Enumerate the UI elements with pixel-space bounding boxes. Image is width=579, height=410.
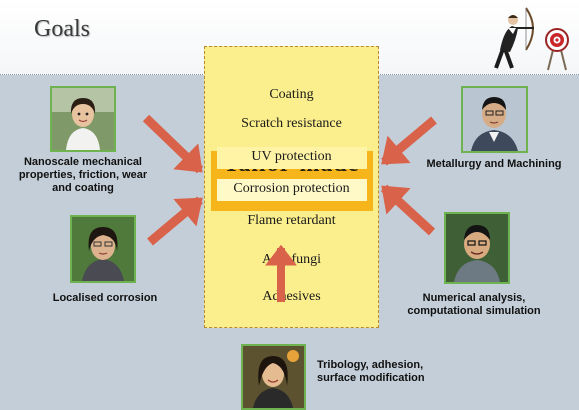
portrait-tribology <box>241 344 306 410</box>
man-portrait-icon <box>463 88 526 151</box>
arrow-bottom-right <box>380 184 436 236</box>
label-corrosion: Localised corrosion <box>52 292 158 304</box>
arrow-bottom-left <box>147 196 203 246</box>
label-tribology: Tribology, adhesion, surface modificatio… <box>317 359 425 384</box>
slide-title: Goals <box>34 16 90 42</box>
goal-scratch-resistance: Scratch resistance <box>241 116 342 131</box>
arrow-top-left <box>142 114 204 174</box>
uv-highlight <box>217 147 367 169</box>
goal-flame-retardant: Flame retardant <box>247 213 336 228</box>
goal-uv-protection: UV protection <box>251 149 332 164</box>
goal-corrosion-protection: Corrosion protection <box>233 181 350 196</box>
archer-target-icon <box>494 7 569 71</box>
label-numerical: Numerical analysis, computational simula… <box>407 292 541 317</box>
portrait-corrosion <box>70 215 136 283</box>
portrait-metallurgy <box>461 86 528 153</box>
label-nanoscale: Nanoscale mechanical properties, frictio… <box>18 156 148 194</box>
goal-coating: Coating <box>269 87 314 102</box>
corrosion-highlight <box>217 179 367 201</box>
man-portrait-icon <box>446 214 508 282</box>
label-metallurgy: Metallurgy and Machining <box>426 158 562 170</box>
woman-portrait-icon <box>243 346 304 408</box>
portrait-numerical <box>444 212 510 284</box>
portrait-nanoscale <box>50 86 116 152</box>
arrow-top-right <box>381 116 437 166</box>
goal-adhesives: Adhesives <box>262 289 321 304</box>
woman-portrait-icon <box>72 217 134 281</box>
woman-portrait-icon <box>52 88 114 150</box>
goals-center-box: Tailor-made surface Coating Scratch resi… <box>204 46 379 328</box>
